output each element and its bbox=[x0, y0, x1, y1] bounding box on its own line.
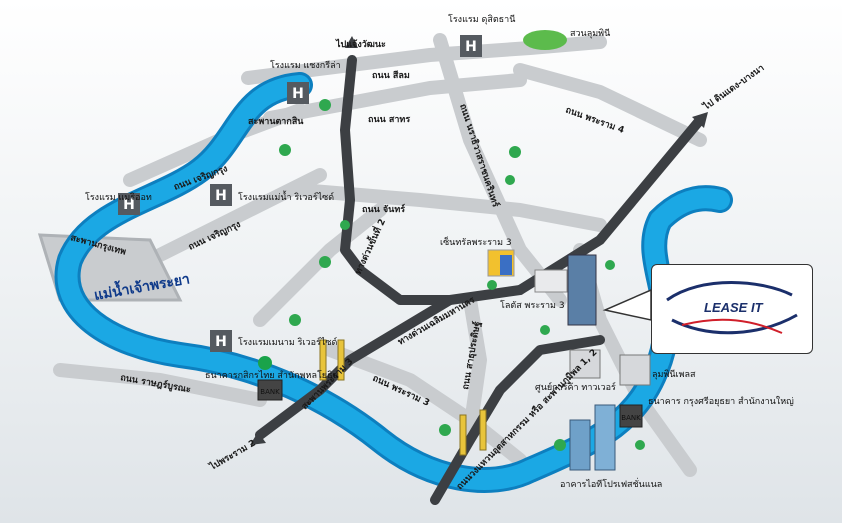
buildings bbox=[257, 249, 651, 471]
bay-sign: BANK bbox=[621, 414, 641, 422]
label-kbank: ธนาคารกสิกรไทย สำนักพหลโยธิน bbox=[205, 370, 339, 381]
label-lotus-rama3: โลตัส พระราม 3 bbox=[500, 300, 565, 311]
brand-logo-icon: LEASE IT bbox=[666, 281, 798, 335]
hotel-shangrila-icon: H bbox=[287, 82, 309, 104]
brand-name: LEASE IT bbox=[704, 300, 764, 315]
label-ktc-tower: ศูนย์การค้า ทาวเวอร์ bbox=[535, 381, 616, 393]
arrow-north bbox=[345, 36, 358, 48]
hotel-marriott-icon: H bbox=[118, 193, 140, 215]
label-bay: ธนาคาร กรุงศรีอยุธยา สำนักงานใหญ่ bbox=[648, 396, 794, 407]
lumpini-place-building bbox=[619, 354, 651, 386]
ktc-building bbox=[569, 349, 601, 379]
lotus-building bbox=[534, 269, 568, 293]
kbank-sign: BANK bbox=[260, 388, 280, 396]
trees bbox=[279, 99, 665, 451]
hotel-riverside-icon: H bbox=[210, 184, 232, 206]
hotel-icons: H H H H H bbox=[118, 35, 482, 352]
label-hotel-shangrila: โรงแรม แชงกรีล่า bbox=[270, 60, 341, 71]
svg-text:H: H bbox=[465, 39, 477, 55]
svg-text:H: H bbox=[292, 86, 304, 102]
callout-pointer bbox=[602, 288, 652, 321]
road-chan bbox=[293, 183, 607, 232]
arrow-ne bbox=[692, 112, 708, 128]
label-hotel-marriott: โรงแรม แมริออท bbox=[85, 192, 152, 203]
kbank-logo-icon bbox=[258, 356, 272, 370]
hotel-menam-icon: H bbox=[210, 330, 232, 352]
oki-tower-1 bbox=[569, 419, 591, 471]
road-rama3 bbox=[323, 343, 527, 467]
label-oki-building: อาคารไอทีโปรเฟสชั่นแนล bbox=[560, 477, 662, 490]
label-chan: ถนน จันทร์ bbox=[362, 203, 405, 215]
label-hotel-riverside: โรงแรมแม่น้ำ ริเวอร์ไซด์ bbox=[238, 190, 334, 203]
svg-text:H: H bbox=[123, 197, 135, 213]
label-lumpini: สวนลุมพินี bbox=[570, 28, 610, 39]
label-rama4: ถนน พระราม 4 bbox=[564, 105, 625, 136]
svg-text:H: H bbox=[215, 334, 227, 350]
tower-building bbox=[567, 254, 597, 326]
bridge-towers bbox=[319, 339, 487, 456]
kbank-building bbox=[257, 379, 283, 401]
road-mid bbox=[253, 203, 387, 327]
label-silom: ถนน สีลม bbox=[372, 70, 410, 81]
label-to-chaeng: ไปแจ้งวัฒนะ bbox=[335, 38, 386, 50]
label-sathorn: ถนน สาทร bbox=[368, 115, 410, 125]
svg-text:H: H bbox=[215, 188, 227, 204]
label-central-rama3: เซ็นทรัลพระราม 3 bbox=[440, 235, 512, 248]
expressway-industrial bbox=[430, 335, 605, 505]
lumpini-park bbox=[523, 30, 567, 50]
label-narathiwas: ถนน นราธิวาสราชนครินทร์ bbox=[457, 102, 502, 209]
label-lumpini-place: ลุมพินีเพลส bbox=[652, 369, 696, 380]
label-hotel-menam: โรงแรมเมนาม ริเวอร์ไซด์ bbox=[238, 336, 337, 348]
road-ratburana bbox=[53, 363, 267, 407]
oki-tower-2 bbox=[594, 404, 616, 471]
expressway-chalerm bbox=[255, 295, 455, 440]
road-rama4 bbox=[513, 63, 707, 147]
bay-bank-building bbox=[619, 404, 643, 428]
arrow-sw bbox=[250, 432, 266, 445]
label-to-bangna: ไป ดินแดง-บางนา bbox=[700, 62, 766, 113]
brand-callout: LEASE IT bbox=[651, 264, 813, 354]
label-hotel-dusit: โรงแรม ดุสิตธานี bbox=[448, 14, 515, 25]
hotel-dusit-icon: H bbox=[460, 35, 482, 57]
label-to-rama2: ไปพระราม 2 bbox=[207, 437, 258, 473]
road-sathupradit bbox=[463, 293, 487, 437]
label-taksin-bridge: สะพานตากสิน bbox=[248, 116, 304, 127]
road-charoenkrung2 bbox=[143, 168, 327, 267]
